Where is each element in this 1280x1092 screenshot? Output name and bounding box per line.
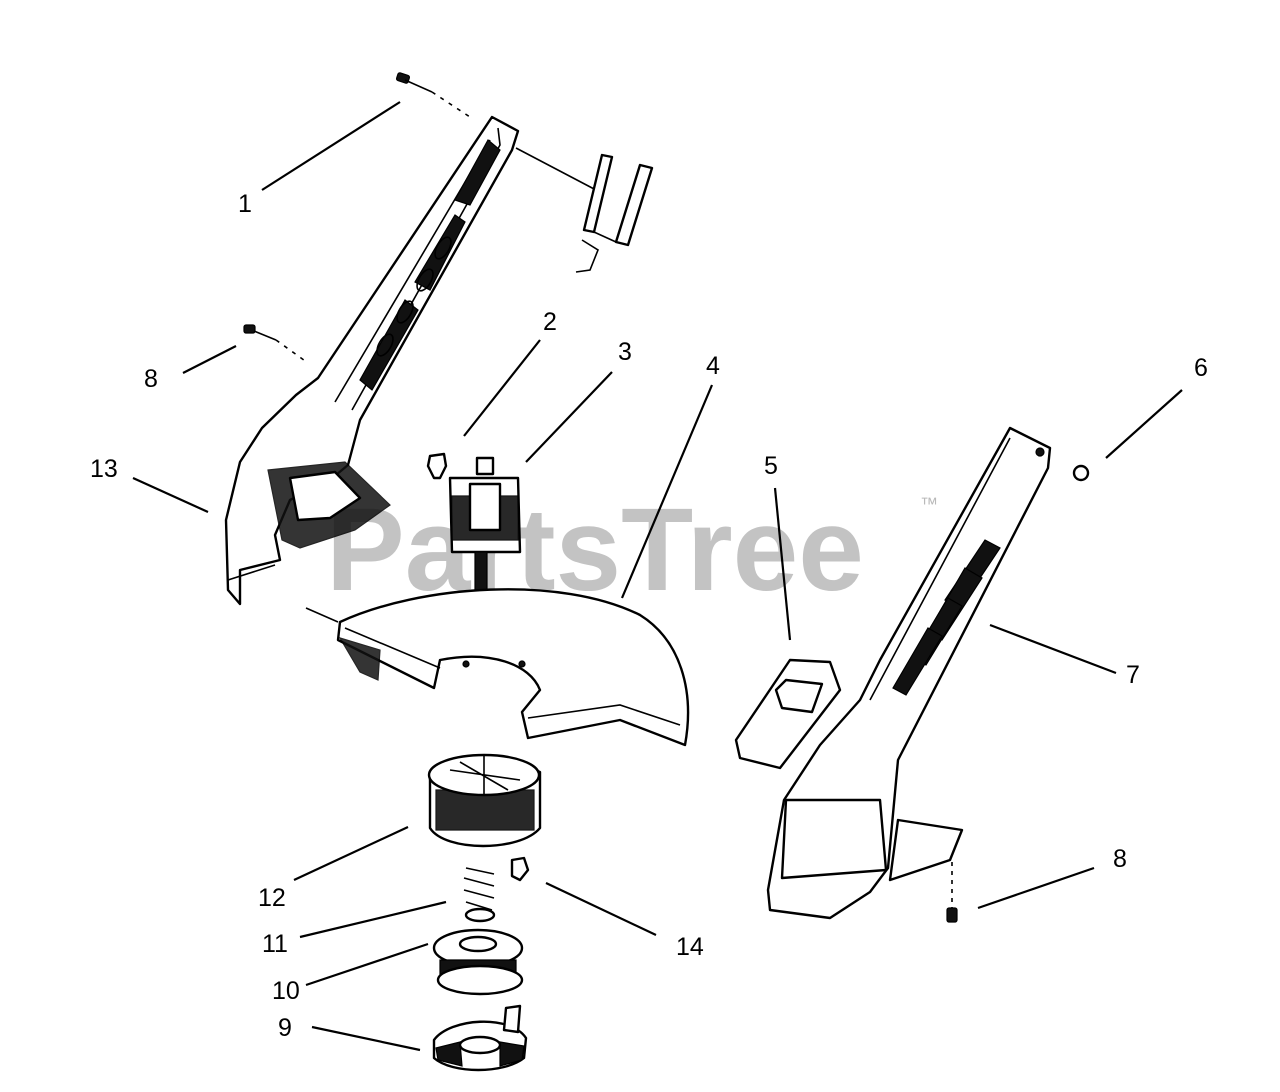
leader-3 xyxy=(525,371,613,463)
callout-1: 1 xyxy=(238,190,252,218)
leader-4 xyxy=(620,384,714,599)
leader-7 xyxy=(989,623,1117,675)
callout-9: 9 xyxy=(278,1014,292,1042)
callout-13: 13 xyxy=(90,455,118,483)
callout-12: 12 xyxy=(258,884,286,912)
watermark: PartsTree ™ xyxy=(326,484,938,616)
callout-5: 5 xyxy=(764,452,778,480)
callout-leaders xyxy=(132,101,1183,1052)
callout-6: 6 xyxy=(1194,354,1208,382)
callout-7: 7 xyxy=(1126,661,1140,689)
callout-labels: 1 2 3 4 5 6 7 8 8 9 10 11 12 13 14 xyxy=(90,190,1208,1042)
part-screw-right xyxy=(946,862,958,923)
part-spring xyxy=(463,867,496,923)
part-housing-left xyxy=(224,115,520,606)
part-screw-left xyxy=(243,324,309,364)
part-bushing xyxy=(426,452,448,480)
part-housing-right xyxy=(766,426,1052,920)
leader-12 xyxy=(293,826,409,881)
part-motor xyxy=(448,456,522,591)
part-spool-housing xyxy=(427,753,542,848)
callout-11: 11 xyxy=(262,930,288,958)
part-clip xyxy=(510,856,530,882)
leader-13 xyxy=(132,476,209,514)
part-nut xyxy=(1072,464,1090,482)
callout-8-left: 8 xyxy=(144,365,158,393)
callout-10: 10 xyxy=(272,977,300,1005)
leader-11 xyxy=(299,900,447,939)
leader-2 xyxy=(463,339,541,437)
watermark-trademark: ™ xyxy=(920,494,938,514)
leader-8b xyxy=(977,866,1095,910)
callout-14: 14 xyxy=(676,933,704,961)
part-cap xyxy=(432,1004,528,1072)
callout-3: 3 xyxy=(618,338,632,366)
part-switch xyxy=(734,658,842,770)
leader-14 xyxy=(545,882,657,936)
part-guard xyxy=(305,588,690,747)
leader-1 xyxy=(261,101,401,191)
leader-9 xyxy=(311,1025,421,1052)
leader-6 xyxy=(1105,389,1183,459)
leader-8a xyxy=(182,345,237,374)
leader-5 xyxy=(773,487,792,641)
callout-8-right: 8 xyxy=(1113,845,1127,873)
callout-2: 2 xyxy=(543,308,557,336)
watermark-brand: PartsTree xyxy=(326,484,864,616)
leader-10 xyxy=(305,942,429,987)
part-spool xyxy=(432,928,524,996)
part-screw-top xyxy=(395,72,471,118)
part-shaft xyxy=(515,147,654,273)
callout-4: 4 xyxy=(706,352,720,380)
